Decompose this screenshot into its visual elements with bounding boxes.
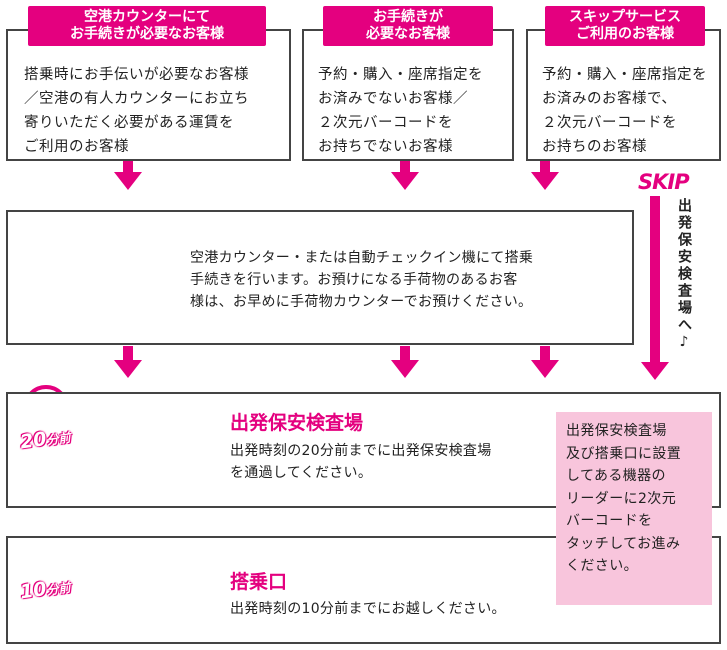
- category-box-skip: [526, 29, 721, 161]
- category-body-skip: 予約・購入・座席指定を お済みのお客様で、 ２次元バーコードを お持ちのお客様: [542, 67, 707, 155]
- arrow-cat3-to-checkin: [531, 158, 559, 190]
- arrow-checkin-to-security-2: [391, 346, 419, 378]
- checkin-text: 空港カウンター・または自動チェックイン機にて搭乗 手続きを行います。お預けになる…: [190, 250, 534, 310]
- skip-logo: SKIP: [638, 170, 690, 194]
- arrow-checkin-to-security-1: [114, 346, 142, 378]
- arrow-checkin-to-security-3: [531, 346, 559, 378]
- gate-time-number: 10: [18, 577, 48, 604]
- arrow-cat1-to-checkin: [114, 158, 142, 190]
- category-box-procedure: [302, 29, 514, 161]
- skip-vertical-text: 出発保安検査場へ♪: [676, 198, 692, 353]
- checkin-box: [6, 210, 634, 345]
- skip-arrow: [641, 196, 669, 380]
- security-time-number: 20: [18, 427, 48, 454]
- security-title: 出発保安検査場: [230, 412, 364, 434]
- category-body-counter: 搭乗時にお手伝いが必要なお客様 ／空港の有人カウンターにお立ち 寄りいただく必要…: [24, 67, 249, 155]
- security-text: 出発時刻の20分前までに出発保安検査場 を通過してください。: [230, 443, 492, 481]
- gate-time-unit: 分前: [45, 580, 72, 598]
- category-tag-skip: スキップサービス ご利用のお客様: [545, 6, 705, 46]
- category-tag-procedure: お手続きが 必要なお客様: [323, 6, 493, 46]
- barcode-note: 出発保安検査場 及び搭乗口に設置 してある機器の リーダーに2次元 バーコードを…: [556, 412, 712, 605]
- gate-title: 搭乗口: [230, 571, 288, 593]
- category-tag-counter: 空港カウンターにて お手続きが必要なお客様: [28, 6, 266, 46]
- category-body-procedure: 予約・購入・座席指定を お済みでないお客様／ ２次元バーコードを お持ちでないお…: [318, 67, 483, 155]
- security-time-unit: 分前: [45, 430, 72, 448]
- gate-text: 出発時刻の10分前までにお越しください。: [230, 601, 506, 617]
- arrow-cat2-to-checkin: [391, 158, 419, 190]
